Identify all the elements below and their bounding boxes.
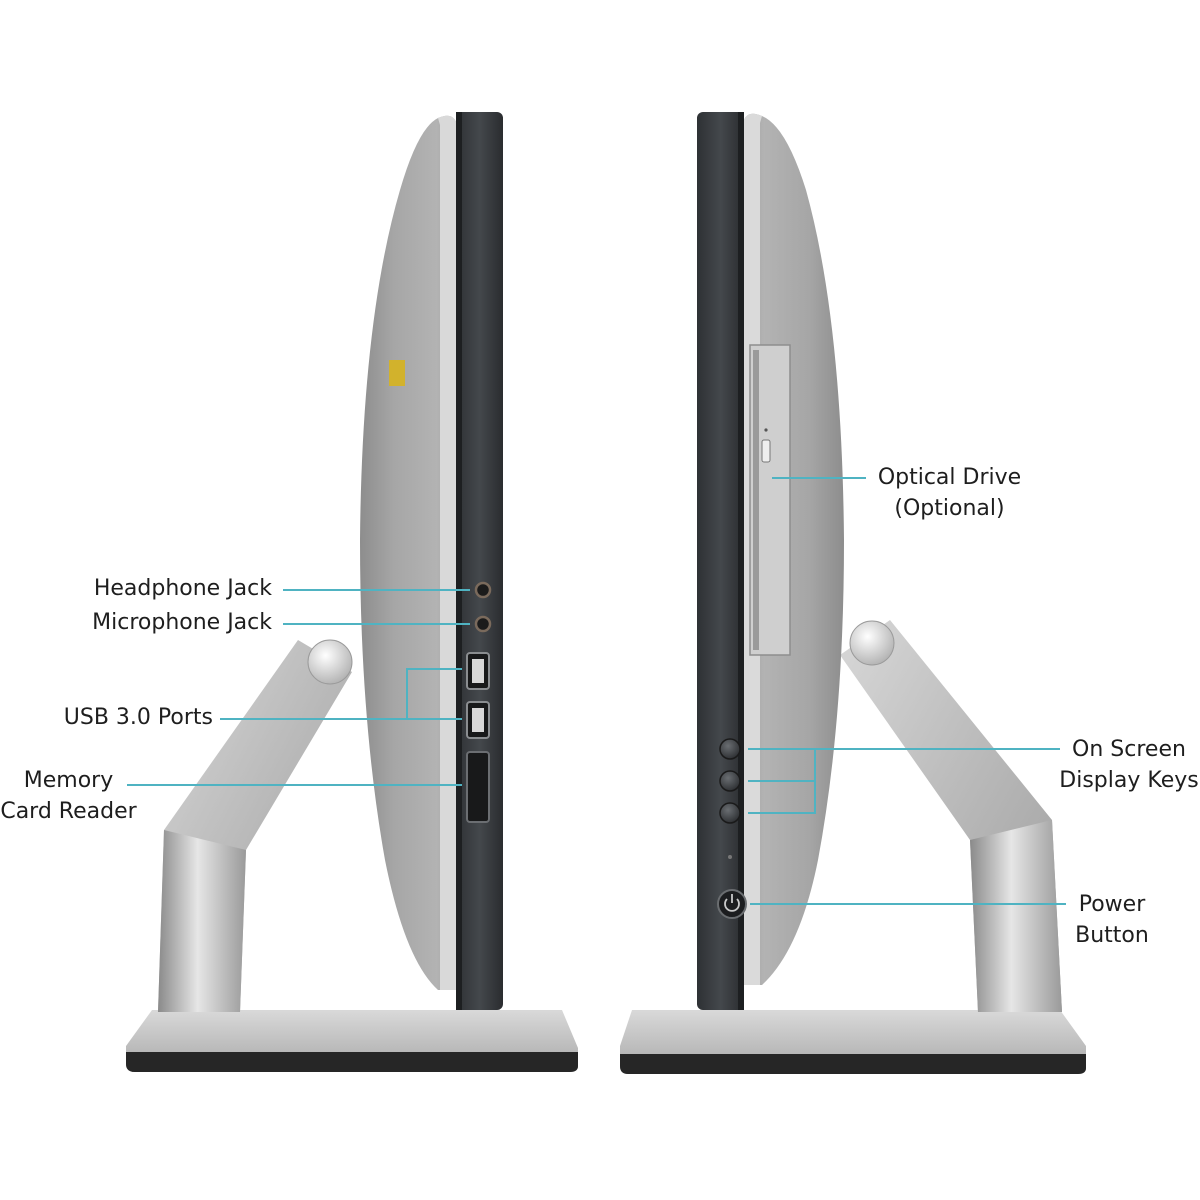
- left-bezel-highlight: [456, 112, 462, 1010]
- microphone-jack-label: Microphone Jack: [92, 610, 272, 635]
- osd-key-icon: [719, 802, 741, 824]
- right-stand-arm-shade: [970, 820, 1062, 1012]
- osd-key-icon: [719, 770, 741, 792]
- left-back-rim: [438, 115, 456, 990]
- left-stand-arm-shade: [158, 830, 246, 1012]
- microphone-port-icon: [474, 615, 492, 633]
- right-stand-base-edge: [620, 1054, 1086, 1074]
- usb-callout-line: [220, 668, 462, 720]
- left-bezel: [456, 112, 503, 1010]
- callout-lines: [127, 477, 1066, 905]
- right-bezel: [697, 112, 744, 1010]
- usb-ports-label: USB 3.0 Ports: [63, 705, 213, 730]
- on-screen-display-keys-label: On Screen Display Keys: [1059, 737, 1199, 793]
- left-hinge-cap: [307, 639, 353, 685]
- right-monitor: [620, 112, 1086, 1074]
- left-ports: [466, 581, 492, 823]
- power-button-label: Power Button: [1075, 892, 1149, 948]
- osd-key-icon: [719, 738, 741, 760]
- headphone-jack-label: Headphone Jack: [93, 576, 272, 601]
- right-back-cover: [744, 113, 844, 985]
- optical-drive-label: Optical Drive (Optional): [877, 465, 1022, 521]
- left-stand-base-edge: [126, 1052, 578, 1072]
- power-icon: [717, 889, 747, 919]
- optical-drive-eject-button: [761, 439, 771, 463]
- headphone-port-icon: [474, 581, 492, 599]
- left-back-cover: [360, 115, 456, 990]
- left-monitor: [126, 112, 578, 1072]
- sd-slot-icon: [466, 751, 490, 823]
- left-yellow-label: [389, 360, 405, 386]
- memory-card-reader-label: Memory Card Reader: [0, 768, 137, 824]
- right-hinge-cap: [849, 620, 895, 666]
